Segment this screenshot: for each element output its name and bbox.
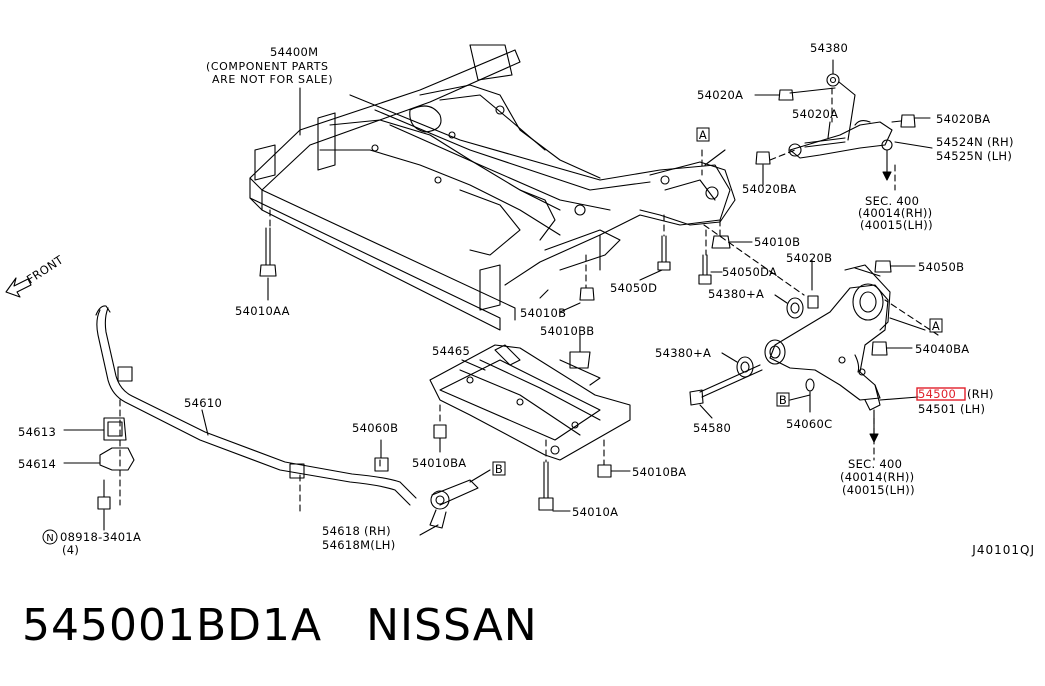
label-sec400-2b: (40015(LH)) bbox=[842, 483, 915, 497]
label-54020b: 54020B bbox=[786, 251, 832, 265]
label-08918-qty: (4) bbox=[62, 543, 79, 557]
label-54610: 54610 bbox=[184, 396, 222, 410]
label-sec400-2: SEC. 400 bbox=[848, 457, 902, 471]
tag-b-right: B bbox=[776, 392, 790, 407]
label-54040ba: 54040BA bbox=[915, 342, 969, 356]
label-54465: 54465 bbox=[432, 344, 470, 358]
bolt-54580 bbox=[689, 364, 763, 419]
label-54010ba-1: 54010BA bbox=[412, 456, 466, 470]
bolt-54010aa bbox=[259, 227, 277, 301]
highlight-box-54500 bbox=[916, 387, 966, 401]
label-54010bb: 54010BB bbox=[540, 324, 594, 338]
brand-name: NISSAN bbox=[366, 600, 538, 651]
bolt-54050da bbox=[698, 254, 723, 285]
footer-caption: 545001BD1A NISSAN bbox=[22, 600, 582, 651]
label-sec400-2a: (40014(RH)) bbox=[840, 470, 914, 484]
label-54020a-1: 54020A bbox=[697, 88, 743, 102]
label-54614: 54614 bbox=[18, 457, 56, 471]
tag-a-top: A bbox=[696, 127, 710, 142]
label-54010b-2: 54010B bbox=[520, 306, 566, 320]
bushing-54380a-top bbox=[786, 295, 819, 319]
lower-arm-54500 bbox=[764, 264, 891, 411]
brace-54465 bbox=[429, 344, 631, 461]
svg-text:A: A bbox=[699, 128, 707, 142]
label-54020ba-2: 54020BA bbox=[742, 182, 796, 196]
label-54613: 54613 bbox=[18, 425, 56, 439]
label-note-1: (COMPONENT PARTS bbox=[206, 60, 329, 73]
label-sec400-1: SEC. 400 bbox=[865, 194, 919, 208]
label-54618: 54618 (RH) bbox=[322, 524, 391, 538]
label-54618m: 54618M(LH) bbox=[322, 538, 396, 552]
upper-arm-54524n bbox=[788, 119, 893, 159]
diagram-reference-code: J40101QJ bbox=[972, 543, 1035, 557]
subframe-54400m bbox=[249, 44, 736, 331]
circled-n-symbol: N bbox=[42, 529, 58, 545]
svg-text:B: B bbox=[495, 462, 503, 476]
label-54010b-1: 54010B bbox=[754, 235, 800, 249]
label-54380-top: 54380 bbox=[810, 41, 848, 55]
label-54580: 54580 bbox=[693, 421, 731, 435]
label-54010aa: 54010AA bbox=[235, 304, 290, 318]
label-54400m: 54400M bbox=[270, 45, 318, 59]
tag-b-left: B bbox=[492, 461, 506, 476]
label-54500-rh: (RH) bbox=[967, 387, 994, 401]
label-note-2: ARE NOT FOR SALE) bbox=[212, 73, 333, 86]
label-54050d: 54050D bbox=[610, 281, 657, 295]
exploded-view-svg: A A B B N 54400M (COMPONENT PARTS ARE NO… bbox=[5, 41, 1014, 557]
label-54525n: 54525N (LH) bbox=[936, 149, 1012, 163]
label-front: FRONT bbox=[24, 252, 66, 286]
label-54020a-2: 54020A bbox=[792, 107, 838, 121]
label-54050da: 54050DA bbox=[722, 265, 777, 279]
label-54020ba-1: 54020BA bbox=[936, 112, 990, 126]
label-54524n: 54524N (RH) bbox=[936, 135, 1014, 149]
label-54010a: 54010A bbox=[572, 505, 618, 519]
label-54060c: 54060C bbox=[786, 417, 832, 431]
stabilizer-bar-54610 bbox=[95, 305, 417, 506]
label-54050b: 54050B bbox=[918, 260, 964, 274]
label-54060b: 54060B bbox=[352, 421, 398, 435]
svg-text:N: N bbox=[46, 533, 53, 544]
part-number: 545001BD1A bbox=[22, 600, 323, 651]
label-54380a-2: 54380+A bbox=[655, 346, 711, 360]
label-54501: 54501 (LH) bbox=[918, 402, 985, 416]
tag-a-right: A bbox=[929, 318, 943, 333]
label-54380a-1: 54380+A bbox=[708, 287, 764, 301]
bolt-54010b-left bbox=[559, 287, 595, 313]
svg-text:A: A bbox=[932, 319, 940, 333]
svg-text:B: B bbox=[779, 393, 787, 407]
stabilizer-link-54618 bbox=[429, 469, 491, 529]
bolt-54050d bbox=[639, 235, 671, 281]
dashed-leaders bbox=[119, 87, 939, 516]
label-54500: 54500 bbox=[918, 387, 956, 401]
label-08918: 08918-3401A bbox=[60, 530, 141, 544]
label-54010ba-2: 54010BA bbox=[632, 465, 686, 479]
label-sec400-1a: (40014(RH)) bbox=[858, 206, 932, 220]
label-sec400-1b: (40015(LH)) bbox=[860, 218, 933, 232]
